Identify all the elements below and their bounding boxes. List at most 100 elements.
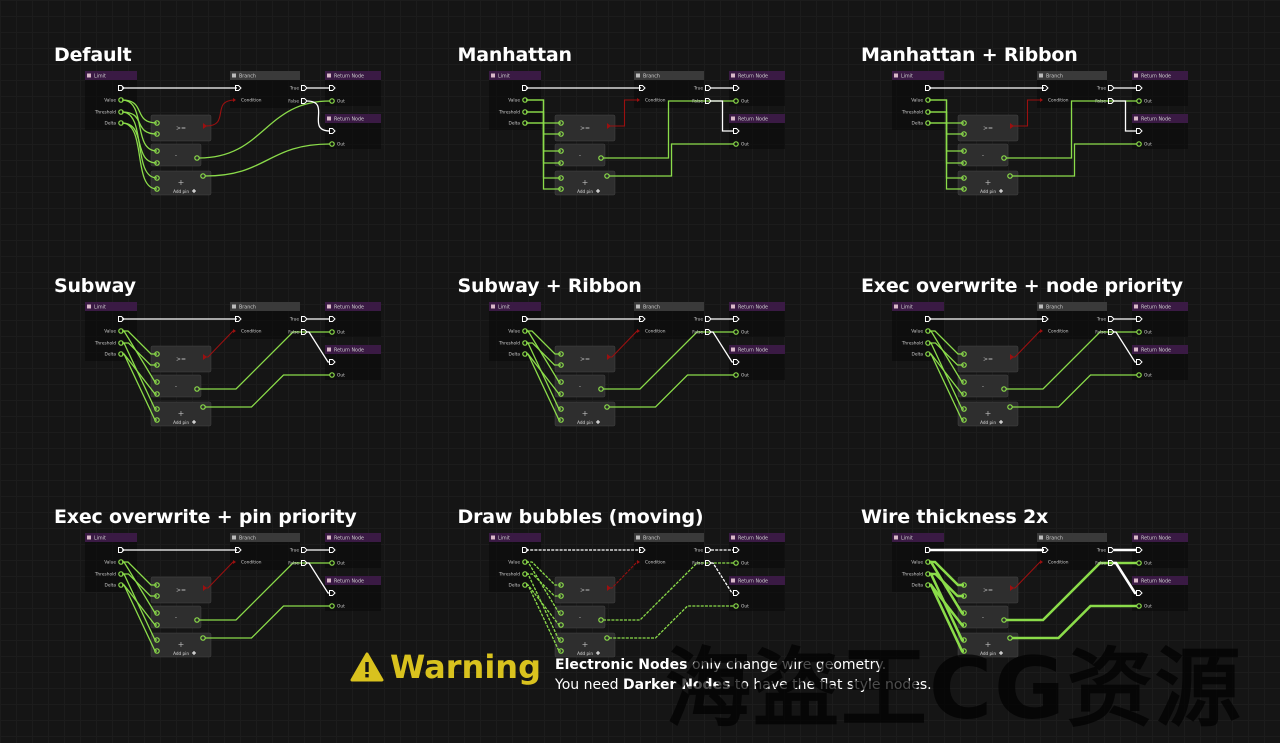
- op-input-pin[interactable]: [557, 593, 564, 599]
- add-pin-icon[interactable]: [595, 651, 600, 655]
- minus-node[interactable]: [150, 374, 202, 398]
- gte-node[interactable]: [957, 345, 1019, 373]
- op-input-pin[interactable]: [154, 131, 160, 137]
- op-input-pin[interactable]: [961, 186, 967, 192]
- op-input-pin[interactable]: [154, 379, 160, 385]
- branch-node[interactable]: [230, 311, 300, 339]
- return-out-pin[interactable]: [1136, 372, 1142, 378]
- branch-node[interactable]: [230, 80, 300, 108]
- return-exec-in-pin[interactable]: [329, 85, 336, 91]
- pin-threshold[interactable]: [521, 340, 528, 346]
- gte-output-pin[interactable]: [606, 354, 611, 360]
- minus-output-pin[interactable]: [1001, 617, 1007, 623]
- return-exec-in-pin[interactable]: [1136, 590, 1143, 596]
- minus-output-pin[interactable]: [597, 155, 604, 161]
- op-input-pin[interactable]: [961, 406, 967, 412]
- condition-pin[interactable]: [1040, 560, 1043, 564]
- limit-exec-out-pin[interactable]: [925, 547, 932, 553]
- plus-node[interactable]: [957, 170, 1019, 196]
- gte-node[interactable]: [957, 576, 1019, 604]
- return-node-1-header[interactable]: [325, 533, 381, 542]
- condition-pin[interactable]: [1040, 329, 1043, 333]
- gte-node[interactable]: [150, 114, 212, 142]
- branch-exec-in-pin[interactable]: [235, 316, 242, 322]
- return-exec-in-pin[interactable]: [329, 128, 336, 134]
- false-pin[interactable]: [1108, 560, 1115, 566]
- return-node-1-header[interactable]: [325, 302, 381, 311]
- condition-pin[interactable]: [233, 98, 236, 102]
- op-input-pin[interactable]: [557, 391, 564, 397]
- true-pin[interactable]: [1108, 316, 1115, 322]
- minus-node[interactable]: [150, 605, 202, 629]
- return-out-pin[interactable]: [732, 98, 739, 104]
- branch-node-header[interactable]: [633, 71, 704, 80]
- return-node-1-header[interactable]: [325, 71, 381, 80]
- op-input-pin[interactable]: [961, 610, 967, 616]
- return-exec-in-pin[interactable]: [329, 547, 336, 553]
- op-input-pin[interactable]: [154, 610, 160, 616]
- condition-pin[interactable]: [636, 560, 640, 564]
- return-out-pin[interactable]: [1136, 98, 1142, 104]
- false-pin[interactable]: [704, 329, 712, 335]
- op-input-pin[interactable]: [557, 175, 564, 181]
- condition-pin[interactable]: [1040, 98, 1043, 102]
- op-input-pin[interactable]: [961, 379, 967, 385]
- op-input-pin[interactable]: [557, 120, 564, 126]
- op-input-pin[interactable]: [961, 391, 967, 397]
- limit-exec-out-pin[interactable]: [521, 85, 529, 91]
- return-out-pin[interactable]: [329, 372, 335, 378]
- op-input-pin[interactable]: [557, 648, 564, 654]
- op-input-pin[interactable]: [961, 120, 967, 126]
- branch-node-header[interactable]: [1037, 302, 1107, 311]
- plus-node[interactable]: [150, 401, 212, 427]
- plus-output-pin[interactable]: [200, 173, 206, 179]
- true-pin[interactable]: [301, 547, 308, 553]
- false-pin[interactable]: [1108, 329, 1115, 335]
- return-node-2-header[interactable]: [325, 114, 381, 123]
- return-exec-in-pin[interactable]: [1136, 85, 1143, 91]
- gte-output-pin[interactable]: [606, 585, 611, 591]
- minus-node[interactable]: [957, 605, 1009, 629]
- gte-output-pin[interactable]: [1010, 585, 1014, 591]
- true-pin[interactable]: [301, 316, 308, 322]
- op-input-pin[interactable]: [557, 351, 564, 357]
- return-exec-in-pin[interactable]: [732, 359, 740, 365]
- gte-output-pin[interactable]: [1010, 354, 1014, 360]
- return-out-pin[interactable]: [732, 560, 739, 566]
- plus-node[interactable]: [150, 170, 212, 196]
- op-input-pin[interactable]: [557, 131, 564, 137]
- return-out-pin[interactable]: [329, 98, 335, 104]
- op-input-pin[interactable]: [961, 637, 967, 643]
- true-pin[interactable]: [1108, 85, 1115, 91]
- add-pin-icon[interactable]: [999, 420, 1003, 424]
- return-node-1-header[interactable]: [728, 533, 785, 542]
- return-node-1-header[interactable]: [1132, 302, 1188, 311]
- gte-node[interactable]: [554, 114, 615, 142]
- plus-output-pin[interactable]: [200, 404, 206, 410]
- pin-delta[interactable]: [521, 582, 528, 588]
- return-out-pin[interactable]: [1136, 603, 1142, 609]
- pin-threshold[interactable]: [118, 340, 124, 346]
- gte-node[interactable]: [554, 576, 615, 604]
- return-out-pin[interactable]: [732, 372, 739, 378]
- limit-node-header[interactable]: [488, 302, 541, 311]
- true-pin[interactable]: [704, 547, 712, 553]
- minus-node[interactable]: [554, 143, 605, 167]
- op-input-pin[interactable]: [557, 582, 564, 588]
- branch-node-header[interactable]: [230, 533, 300, 542]
- return-exec-in-pin[interactable]: [1136, 359, 1143, 365]
- plus-node[interactable]: [957, 401, 1019, 427]
- op-input-pin[interactable]: [154, 160, 160, 166]
- minus-node[interactable]: [150, 143, 202, 167]
- limit-node-header[interactable]: [892, 302, 944, 311]
- pin-threshold[interactable]: [925, 340, 931, 346]
- op-input-pin[interactable]: [154, 186, 160, 192]
- op-input-pin[interactable]: [961, 362, 967, 368]
- limit-exec-out-pin[interactable]: [118, 316, 125, 322]
- op-input-pin[interactable]: [961, 351, 967, 357]
- pin-delta[interactable]: [521, 120, 528, 126]
- limit-node-header[interactable]: [85, 302, 137, 311]
- plus-output-pin[interactable]: [603, 173, 610, 179]
